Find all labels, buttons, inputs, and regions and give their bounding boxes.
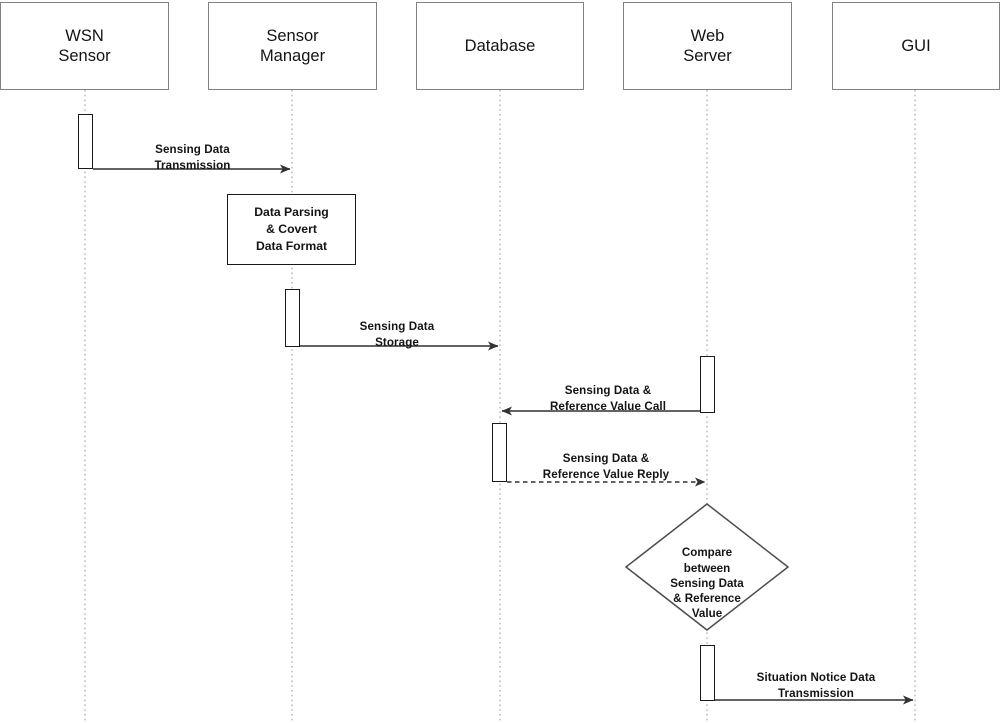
message-label-sensing-data-transmission: Sensing Data Transmission xyxy=(110,126,275,174)
message-label-reference-value-reply: Sensing Data & Reference Value Reply xyxy=(508,435,704,483)
activation-bar-sensor-manager[interactable] xyxy=(285,289,300,347)
lifeline-label-sensor-manager: Sensor Manager xyxy=(259,26,326,65)
activation-bar-wsn-sensor[interactable] xyxy=(78,114,93,169)
decision-diamond-compare[interactable] xyxy=(624,503,790,631)
lifeline-header-wsn-sensor[interactable]: WSN Sensor xyxy=(0,2,169,90)
lifeline-header-gui[interactable]: GUI xyxy=(832,2,1000,90)
message-label-text: Situation Notice Data Transmission xyxy=(756,670,876,700)
lifeline-header-database[interactable]: Database xyxy=(416,2,584,90)
decision-label-text: Compare between Sensing Data & Reference… xyxy=(670,546,744,621)
lifeline-header-sensor-manager[interactable]: Sensor Manager xyxy=(208,2,377,90)
activation-bar-database[interactable] xyxy=(492,423,507,482)
message-label-text: Sensing Data & Reference Value Call xyxy=(549,383,667,413)
activation-bar-web-server-notice[interactable] xyxy=(700,645,715,701)
lifeline-label-web-server: Web Server xyxy=(683,26,732,65)
processing-box-label: Data Parsing & Covert Data Format xyxy=(254,204,329,254)
message-label-sensing-data-storage: Sensing Data Storage xyxy=(312,303,482,351)
message-label-text: Sensing Data Storage xyxy=(359,319,435,349)
lifeline-label-database: Database xyxy=(464,36,536,55)
lifeline-label-wsn-sensor: WSN Sensor xyxy=(58,26,111,65)
message-label-situation-notice: Situation Notice Data Transmission xyxy=(710,654,922,702)
lifeline-label-gui: GUI xyxy=(901,36,931,55)
message-label-text: Sensing Data & Reference Value Reply xyxy=(542,451,670,481)
message-label-text: Sensing Data Transmission xyxy=(154,142,231,172)
decision-label-compare: Compare between Sensing Data & Reference… xyxy=(637,530,777,622)
lifeline-header-web-server[interactable]: Web Server xyxy=(623,2,792,90)
processing-box-data-parsing[interactable]: Data Parsing & Covert Data Format xyxy=(227,194,356,265)
activation-bar-web-server-call[interactable] xyxy=(700,356,715,413)
message-label-reference-value-call: Sensing Data & Reference Value Call xyxy=(513,367,703,415)
